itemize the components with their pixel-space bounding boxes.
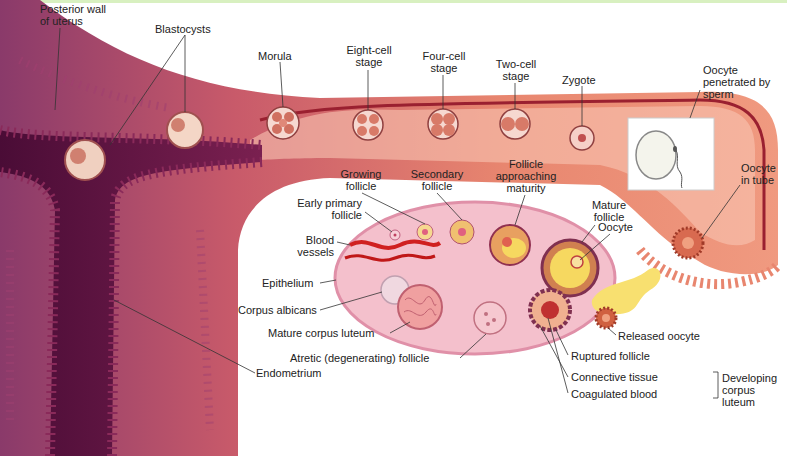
- part-label: Mature corpus luteum: [268, 327, 388, 339]
- part-label: Coagulated blood: [571, 388, 671, 400]
- part-label: Oocyte: [598, 221, 648, 233]
- part-label: Early primary follicle: [266, 197, 362, 221]
- part-label: Two-cell stage: [488, 58, 544, 82]
- part-label: Epithelium: [262, 277, 332, 289]
- part-label: Endometrium: [256, 367, 346, 379]
- part-label: Connective tissue: [571, 371, 671, 383]
- part-label: Growing follicle: [330, 168, 392, 192]
- part-label: Zygote: [562, 74, 612, 86]
- part-label: Follicle approaching maturity: [488, 158, 564, 194]
- part-label: Developing corpus luteum: [722, 372, 786, 408]
- part-label: Posterior wall of uterus: [40, 3, 118, 27]
- part-label: Four-cell stage: [416, 50, 472, 74]
- part-label: Blastocysts: [155, 23, 225, 35]
- part-label: Oocyte in tube: [741, 162, 785, 186]
- part-label: Eight-cell stage: [340, 44, 398, 68]
- part-label: Released oocyte: [618, 330, 718, 342]
- part-label: Morula: [258, 50, 308, 62]
- part-label: Blood vessels: [282, 234, 334, 258]
- part-label: Corpus albicans: [238, 304, 328, 316]
- part-label: Ruptured follicle: [571, 350, 671, 362]
- part-label: Mature follicle: [580, 199, 638, 223]
- part-label: Oocyte penetrated by sperm: [703, 64, 783, 100]
- part-label: Atretic (degenerating) follicle: [290, 352, 460, 364]
- part-label: Secondary follicle: [404, 168, 470, 192]
